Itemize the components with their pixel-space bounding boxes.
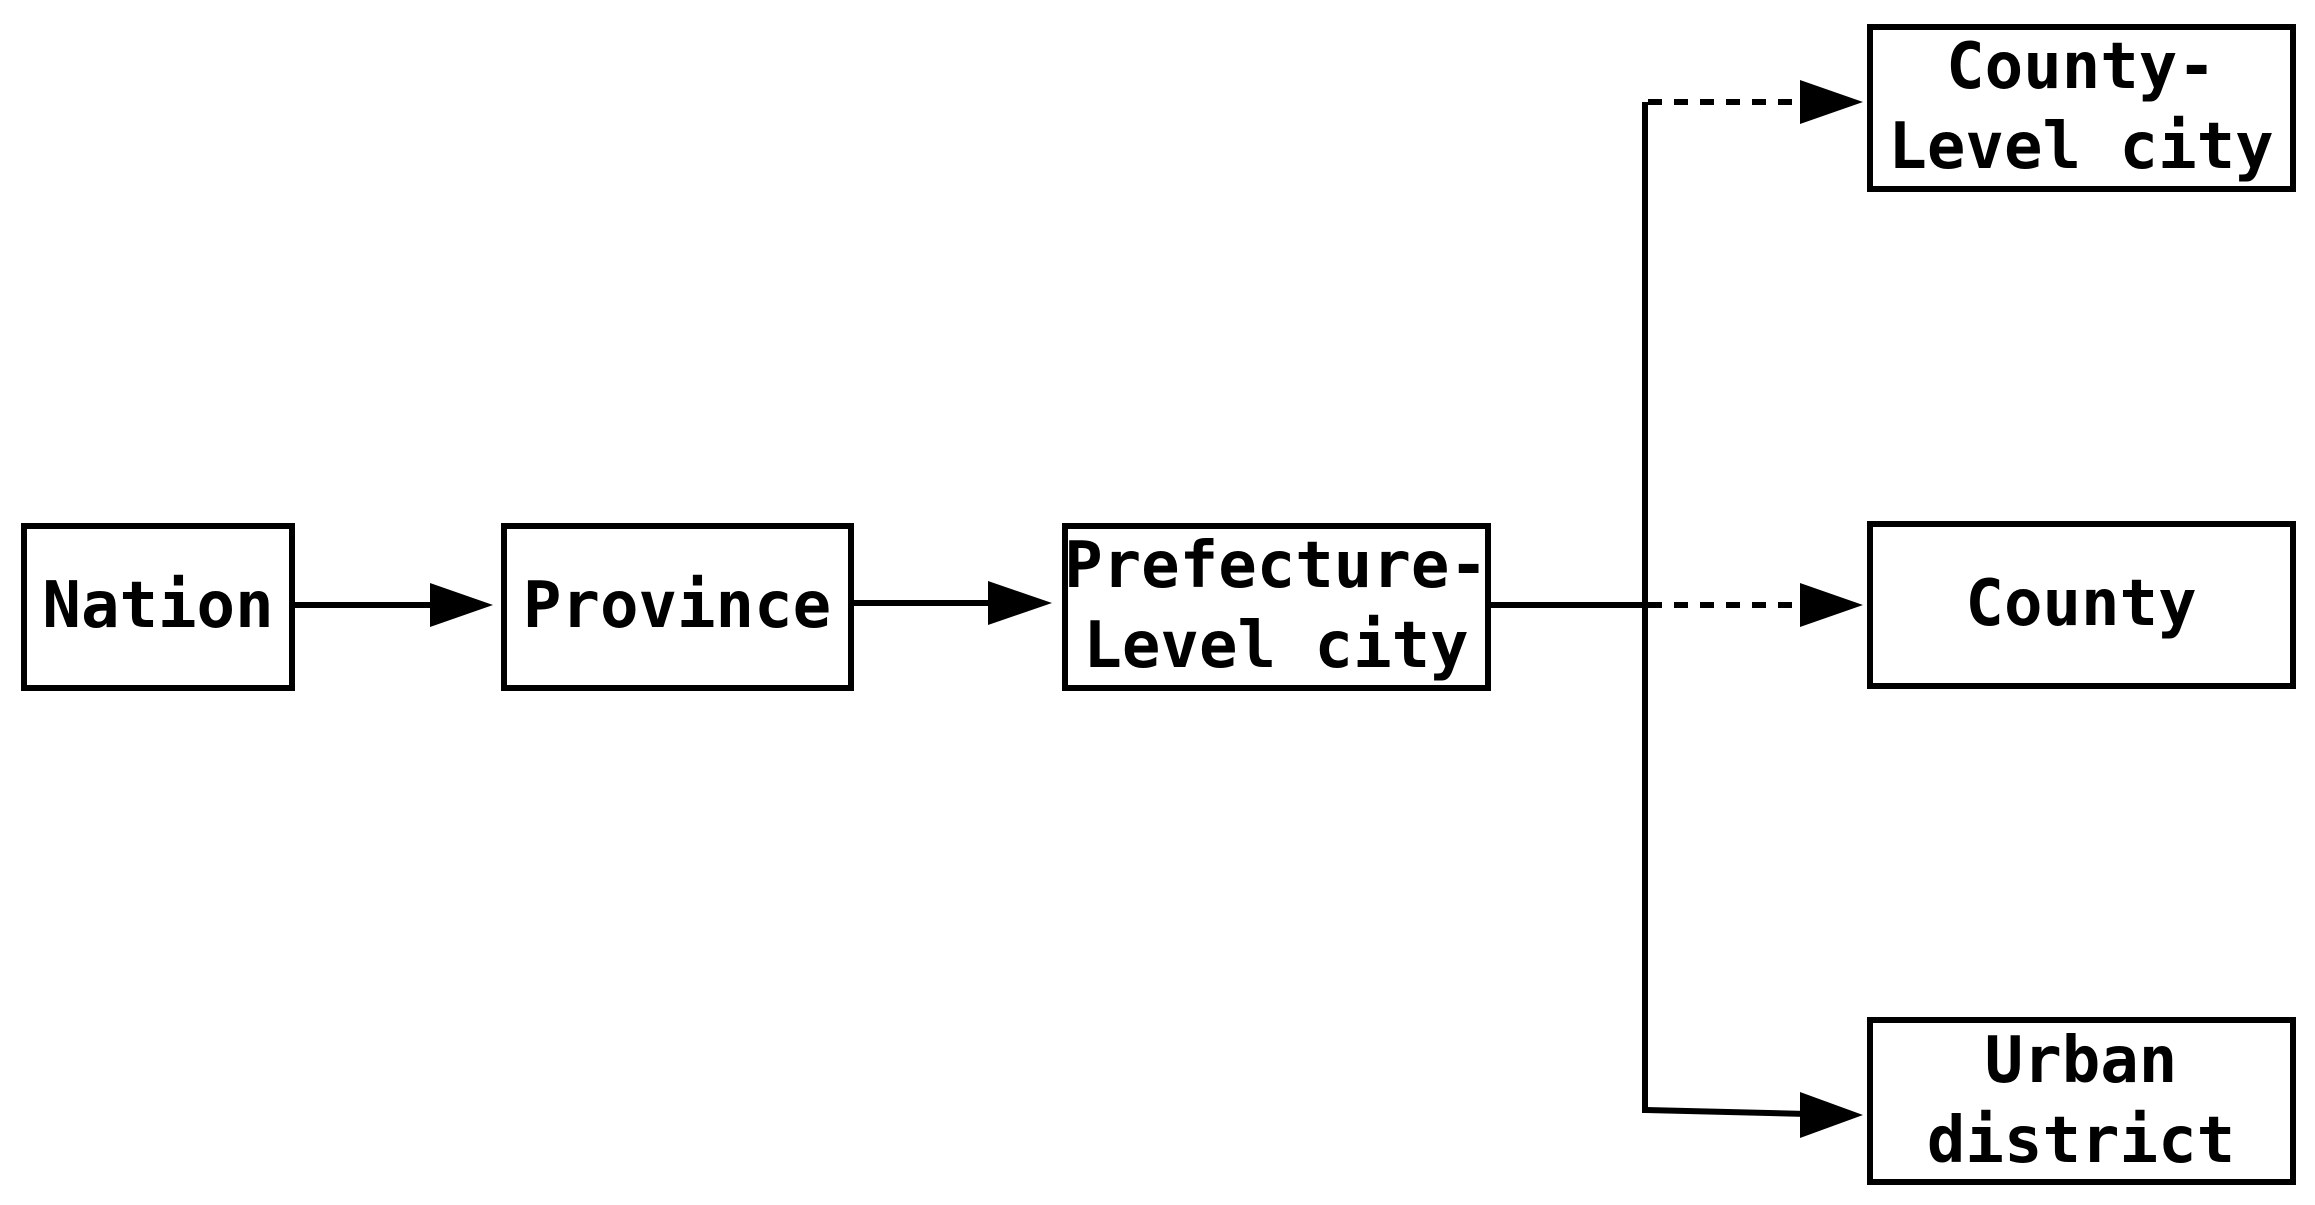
node-urban-district: Urban district [1867,1017,2296,1185]
arrow-head-icon [430,583,493,627]
arrow-head-icon [1800,1092,1863,1138]
node-prefecture-label-line-1: Prefecture- [1064,529,1488,603]
edge-province-to-prefecture [851,581,1052,625]
node-county-level-city-label-line-2: Level city [1888,110,2273,184]
node-county-label: County [1965,567,2196,641]
edge-prefecture-to-urban-district [1644,1092,1863,1138]
node-prefecture-level-city: Prefecture- Level city [1062,523,1491,691]
node-urban-district-label-line-1: Urban [1985,1024,2178,1098]
edge-nation-to-province [292,583,493,627]
arrow-head-icon [1800,583,1863,627]
edge-prefecture-to-county [1648,583,1863,627]
node-province: Province [501,523,854,691]
node-county-level-city: County- Level city [1867,24,2296,192]
node-nation: Nation [21,523,295,691]
node-county-level-city-label-line-1: County- [1946,30,2216,104]
node-province-label: Province [523,569,831,643]
node-prefecture-label-line-2: Level city [1083,609,1468,683]
edge-prefecture-to-county-level-city [1648,80,1863,124]
node-urban-district-label-line-2: district [1927,1104,2235,1178]
node-nation-label: Nation [42,569,273,643]
node-county: County [1867,521,2296,689]
arrow-head-icon [1800,80,1863,124]
arrow-head-icon [988,581,1052,625]
